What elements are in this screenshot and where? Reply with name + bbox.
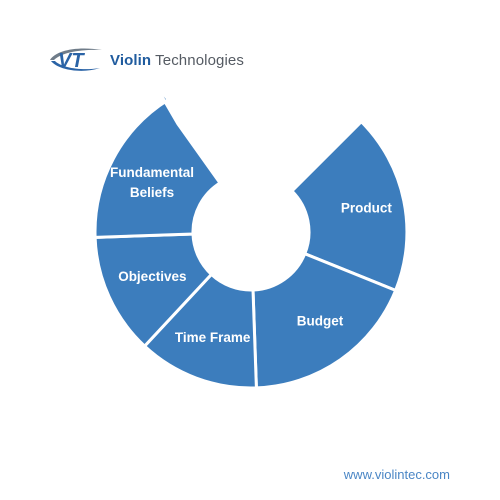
segment-label-4: Objectives bbox=[118, 269, 186, 284]
logo-mark: VT bbox=[58, 50, 85, 72]
brand-name-bold: Violin bbox=[110, 51, 152, 69]
segment-label-2: Budget bbox=[297, 313, 344, 328]
brand-name: Violin Technologies bbox=[110, 52, 244, 69]
segment-label-3: Time Frame bbox=[175, 330, 251, 345]
website-url[interactable]: www.violintec.com bbox=[343, 467, 450, 482]
company-logo: VT Violin Technologies bbox=[48, 46, 244, 74]
brand-name-rest: Technologies bbox=[151, 51, 244, 69]
vt-logo-icon: VT bbox=[50, 48, 102, 72]
diagram-segment-2 bbox=[251, 251, 398, 390]
diagram-arrow-segment bbox=[93, 80, 227, 239]
segment-label-1: Product bbox=[341, 200, 393, 215]
diagram-segment-1 bbox=[289, 119, 409, 293]
